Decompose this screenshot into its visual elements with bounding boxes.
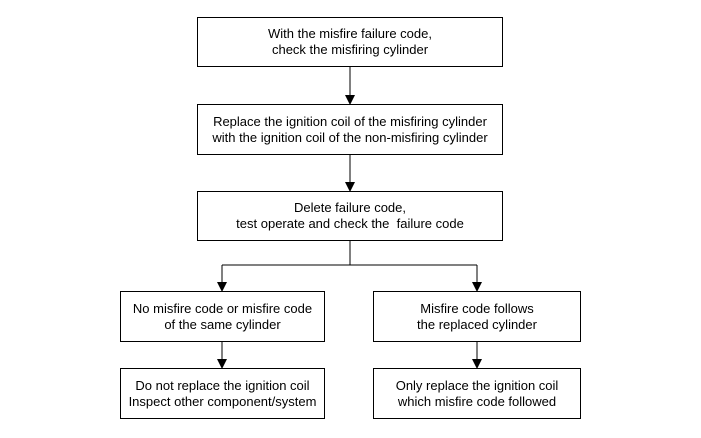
left-result-box: No misfire code or misfire code of the s… — [120, 291, 325, 342]
right-result-line1: Misfire code follows — [420, 300, 534, 316]
step3-line2: test operate and check the failure code — [236, 216, 464, 231]
step3-line1: Delete failure code, — [293, 200, 406, 215]
step1-line2: check the misfiring cylinder — [271, 42, 429, 57]
left-result-line2: of the same cylinder — [164, 316, 281, 332]
right-result-line2: the replaced cylinder — [417, 316, 537, 332]
step1-line1: With the misfire failure code, — [267, 26, 432, 41]
step2-line2: with the ignition coil of the non-misfir… — [212, 129, 488, 145]
right-result-box: Misfire code follows the replaced cylind… — [373, 291, 581, 342]
left-action-line2: Inspect other component/system — [128, 393, 317, 409]
right-action-line2: which misfire code followed — [397, 393, 557, 409]
step2-swap-ignition-coil-box: Replace the ignition coil of the misfiri… — [197, 104, 503, 155]
step2-line1: Replace the ignition coil of the misfiri… — [213, 113, 487, 129]
left-action-line1: Do not replace the ignition coil — [135, 377, 310, 393]
step1-check-misfiring-cylinder-box: With the misfire failure code, check the… — [197, 17, 503, 67]
right-action-box: Only replace the ignition coil which mis… — [373, 368, 581, 419]
right-action-line1: Only replace the ignition coil — [395, 377, 559, 393]
left-action-box: Do not replace the ignition coil Inspect… — [120, 368, 325, 419]
step3-delete-and-test-box: Delete failure code, test operate and ch… — [197, 191, 503, 241]
left-result-line1: No misfire code or misfire code — [132, 300, 313, 316]
